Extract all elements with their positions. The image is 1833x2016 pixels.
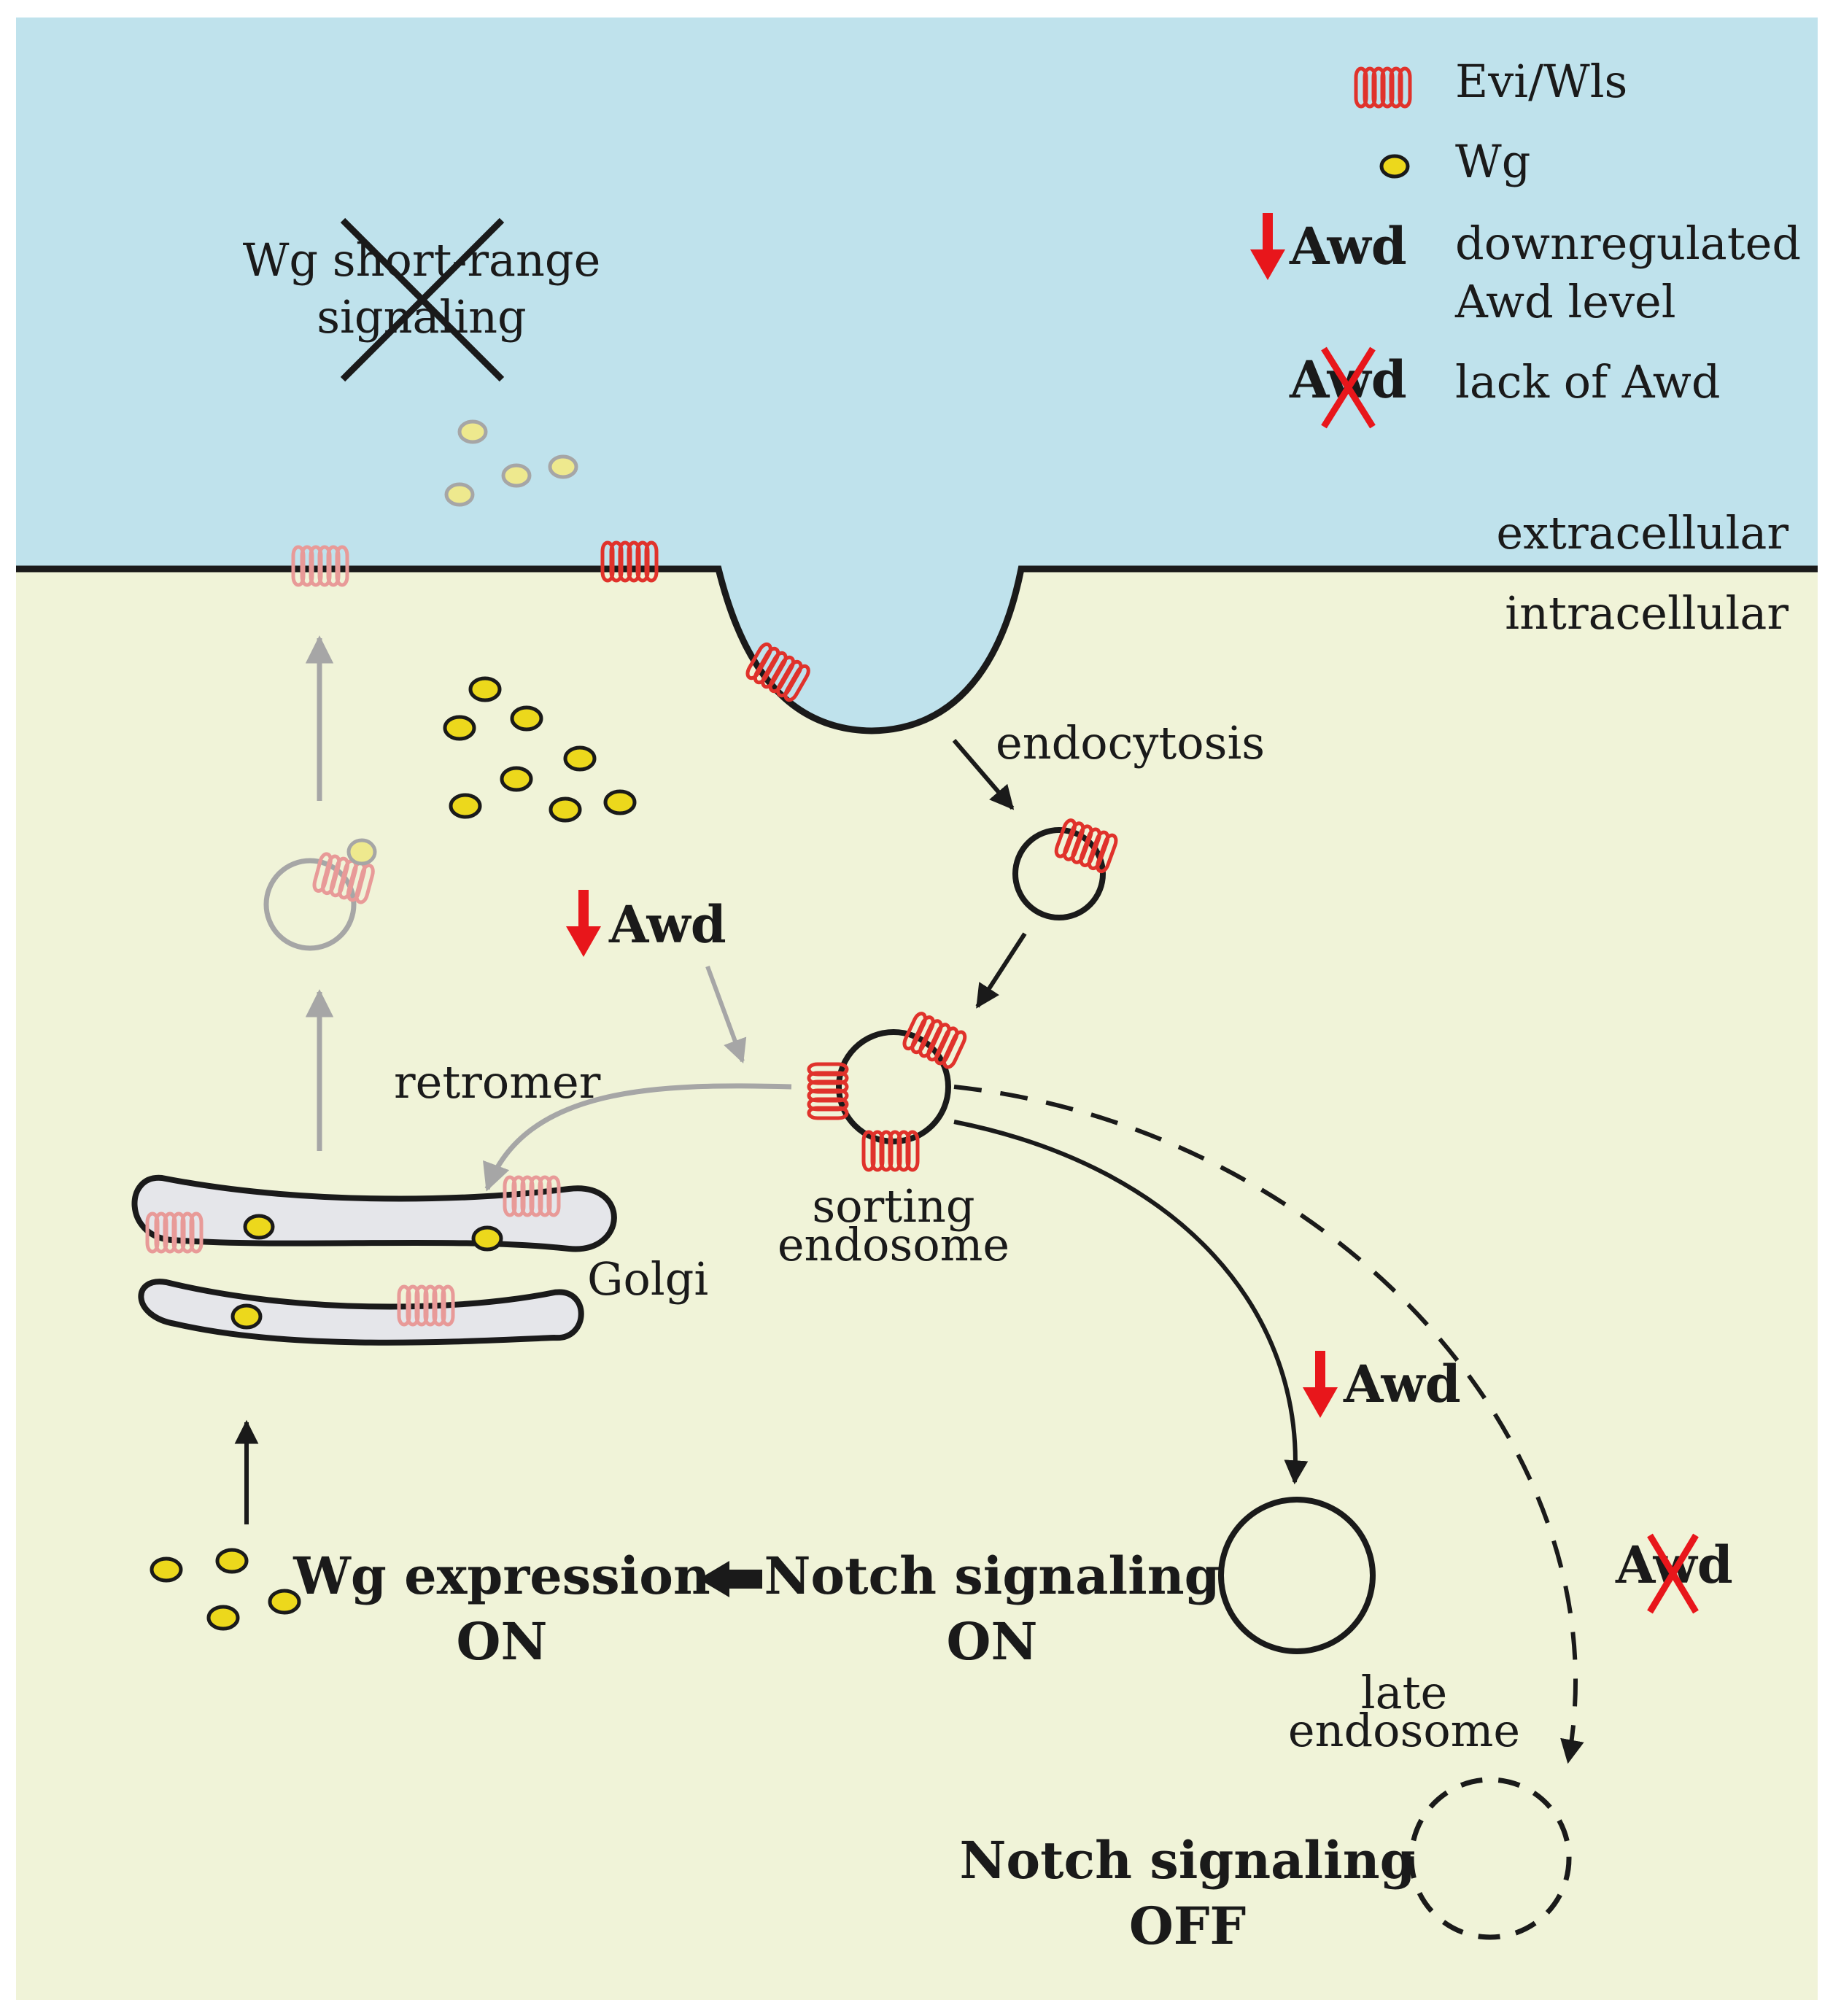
expressed-wg-group [150,1548,301,1631]
intracellular-wg-group [443,676,637,823]
wg-expression-label-line1: Wg expression [292,1546,710,1606]
lack-awd-path-cross-icon [1647,1533,1699,1614]
awd-to-retromer-arrow [705,965,747,1064]
endocytic-pit [718,569,1021,731]
extracellular-label: extracellular [1496,506,1789,559]
cell-membrane [16,565,1818,734]
short-range-cross-icon [340,217,505,382]
notch-on-label-line2: ON [947,1611,1038,1672]
legend-awd-down-symbol: Awd [1289,216,1407,276]
retromer-label: retromer [394,1055,601,1109]
degradation-compartment [1408,1777,1572,1940]
legend-evi-wls-label: Evi/Wls [1455,55,1627,108]
secretory-vesicle [263,858,357,951]
secretory-vesicle-wg [346,838,377,866]
legend-awd-lack-label: lack of Awd [1455,355,1721,408]
legend-evi-wls-icon [1356,69,1410,106]
sorting-to-degradation-arrow [953,1085,1584,1764]
membrane-evi-faded [293,547,347,585]
short-range-label-line1: Wg short-range [243,233,601,287]
retromer-awd-label: Awd [608,894,726,955]
intracellular-label: intracellular [1505,586,1789,640]
legend-awd-down-line2: Awd level [1454,275,1676,328]
notch-off-label-line2: OFF [1129,1896,1246,1956]
legend-awd-down-line1: downregulated [1455,217,1801,270]
sorting-endosome [836,1029,951,1144]
membrane-evi [602,543,656,581]
late-endosome [1218,1497,1376,1654]
golgi-evi-3 [399,1287,453,1325]
notch-to-wg-arrow [699,1561,762,1597]
notch-on-label-line1: Notch signaling [764,1546,1220,1606]
legend-wg-icon [1379,154,1410,179]
golgi-evi-1 [147,1214,201,1252]
golgi-wg-group [230,1214,503,1330]
extracellular-wg-group [444,419,578,507]
sorting-evi-3 [864,1132,918,1170]
legend-awd-lack-symbol: Awd [1289,349,1407,410]
legend-wg-label: Wg [1455,135,1530,188]
extracellular-region [16,18,1818,569]
lack-awd-path-label: Awd [1615,1535,1733,1595]
late-awd-label: Awd [1343,1354,1461,1414]
wg-expression-label-line2: ON [457,1611,548,1672]
golgi-label: Golgi [587,1252,708,1306]
sorting-evi-2 [809,1064,847,1118]
legend-red-cross-icon [1321,346,1376,429]
endocytosis-label: endocytosis [996,716,1265,769]
sorting-to-late-arrow [953,1120,1309,1485]
legend: Evi/Wls Wg Awd downregulated Awd level A… [1250,55,1801,429]
late-endosome-label-line1: late [1361,1666,1447,1719]
vesicle-to-sorting-arrow [975,932,1027,1009]
golgi-evi-2 [505,1177,559,1215]
late-endosome-label-line2: endosome [1288,1704,1520,1757]
endocytosis-arrow [952,739,1015,810]
sorting-endosome-label-line1: sorting [812,1179,974,1233]
endocytic-vesicle [1012,827,1106,920]
retromer-arrow [483,1083,792,1192]
intracellular-region [16,569,1818,2000]
sorting-endosome-label-line2: endosome [778,1218,1009,1271]
notch-off-label-line1: Notch signaling [959,1830,1415,1891]
